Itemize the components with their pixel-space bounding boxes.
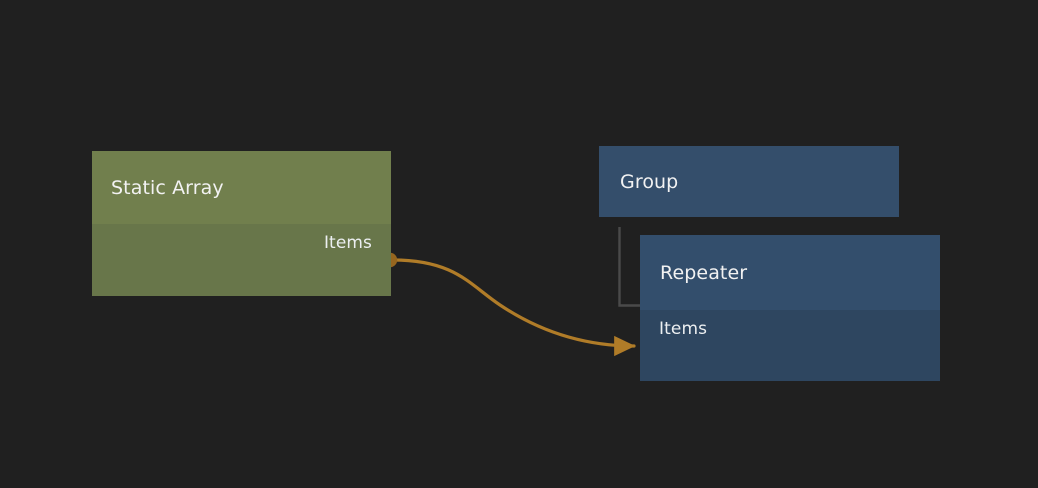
- node-repeater-header[interactable]: Repeater: [640, 235, 940, 310]
- node-static-array-header[interactable]: Static Array: [92, 151, 391, 224]
- port-label-items: Items: [659, 319, 708, 339]
- node-repeater-body: Items: [640, 310, 940, 381]
- port-row-static-array-items[interactable]: Items: [324, 224, 372, 261]
- node-static-array-body: Items: [92, 224, 391, 296]
- node-static-array[interactable]: Static Array Items: [92, 151, 391, 296]
- node-group-title: Group: [620, 170, 679, 193]
- node-static-array-title: Static Array: [111, 176, 224, 199]
- port-row-repeater-items[interactable]: Items: [659, 310, 707, 348]
- node-group-header[interactable]: Group: [599, 146, 899, 217]
- node-repeater[interactable]: Repeater Items: [640, 235, 940, 381]
- port-label-items: Items: [323, 232, 372, 253]
- connection-wire-static-array-items-to-repeater-items[interactable]: [391, 258, 636, 357]
- node-group[interactable]: Group: [599, 146, 899, 217]
- node-repeater-title: Repeater: [660, 261, 748, 284]
